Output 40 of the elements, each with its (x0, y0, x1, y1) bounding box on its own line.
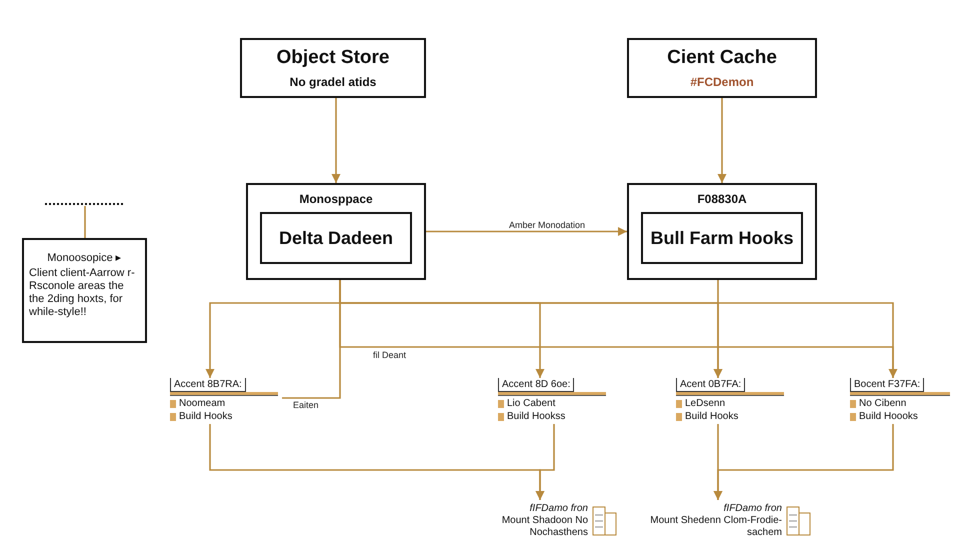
dotted-line (45, 203, 123, 206)
group-title: Monosppace (299, 192, 373, 206)
title-text: Object Store (276, 47, 390, 69)
item-text: Build Hookss (507, 411, 566, 422)
subtitle-text: No gradel atids (290, 75, 376, 89)
process-box (260, 212, 412, 264)
item-text: Noomeam (179, 398, 226, 409)
item-text: Build Hooks (685, 411, 738, 422)
item-text: LeDsenn (685, 398, 726, 409)
process-box (641, 212, 803, 264)
arrow (714, 280, 722, 378)
connector-line (84, 206, 86, 238)
item-text: No Cibenn (859, 398, 906, 409)
process-box (240, 38, 426, 98)
edge-label: fil Deant (372, 350, 408, 360)
group-title: F08830A (697, 192, 747, 206)
item-text: Mount Shedenn Clom-Frodie-sachem (649, 515, 782, 539)
item-text: Mount Shadoon No Nochasthens (500, 515, 588, 539)
item-text: Build Hoooks (859, 411, 918, 422)
note-heading: Monoosopice ▸ (46, 252, 123, 265)
edge-label: Eaiten (292, 400, 320, 410)
item-title: fIFDamo fron (528, 503, 588, 515)
subtitle-text: #FCDemon (690, 75, 754, 89)
title-text: Cient Cache (667, 47, 777, 69)
item-text: Lio Cabent (507, 398, 556, 409)
edge-label: Amber Monodation (508, 220, 586, 230)
group-box (246, 183, 426, 280)
group-box (627, 183, 817, 280)
note-box (22, 238, 147, 343)
item-title: fIFDamo fron (722, 503, 782, 515)
note-text: Client client-Aarrow r-Rsconole areas the the 2ding hoxts, for while-style!! (29, 267, 136, 319)
arrow (332, 98, 340, 183)
arrow (426, 227, 627, 236)
process-box (627, 38, 817, 98)
item-text: Build Hooks (179, 411, 232, 422)
box-title: Bull Farm Hooks (650, 228, 794, 248)
box-title: Delta Dadeen (278, 228, 394, 248)
arrow (714, 424, 894, 500)
arrow (536, 424, 555, 500)
arrow (718, 98, 726, 183)
